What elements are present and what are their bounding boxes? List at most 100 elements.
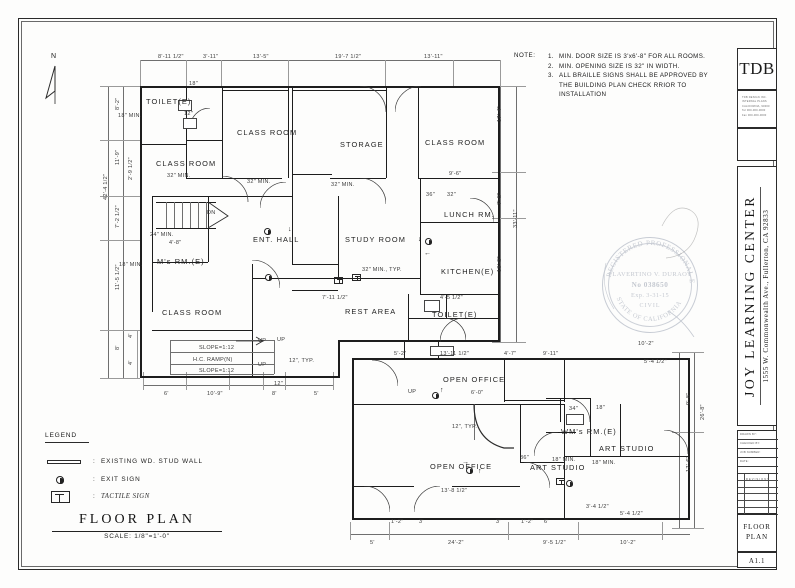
room-label: STUDY ROOM	[345, 235, 406, 244]
dimension-label: 8'-2"	[115, 97, 121, 110]
dimension-label: 5'-4 1/2"	[620, 511, 643, 517]
dimension-label: 6'	[544, 519, 549, 525]
firm-logo: TDB	[739, 59, 775, 78]
note-item-1: 1.MIN. DOOR SIZE IS 3'x6'-8" FOR ALL ROO…	[548, 52, 708, 62]
dimension-label: 4'	[128, 360, 134, 365]
revision-row-checked-by: CHECKED BY:	[738, 440, 778, 449]
dimension-label: 4'-7"	[504, 351, 517, 357]
exit-direction-arrow: →	[462, 459, 469, 466]
firm-address: TDB DESIGN INC. INTERNAL PLANS CALIFORNI…	[742, 96, 774, 118]
plan-annotation: 36"	[520, 455, 529, 461]
revision-label: JOB NUMBER:	[740, 451, 761, 455]
legend-header-rule	[45, 442, 89, 443]
exit-direction-arrow: ←	[424, 250, 431, 257]
dimension-label: 17'-6"	[686, 456, 692, 472]
dimension-label: 1'-2"	[521, 519, 534, 525]
svg-text:STATE OF CALIFORNIA: STATE OF CALIFORNIA	[615, 296, 684, 323]
dimension-label: 13'-5"	[253, 54, 269, 60]
dimension-label: 8'-11 1/2"	[158, 54, 184, 60]
room-label: CLASS ROOM	[156, 159, 217, 168]
plan-annotation: 32" MIN., TYP.	[362, 267, 402, 273]
north-arrow: N	[42, 53, 72, 104]
dimension-label: 4'-5 1/2"	[440, 295, 463, 301]
room-label: OPEN OFFICE	[443, 375, 506, 384]
plan-scale: SCALE: 1/8"=1'-0"	[104, 533, 170, 540]
room-label: LUNCH RM.	[444, 210, 495, 219]
dimension-label: 9'-6"	[449, 171, 462, 177]
plan-annotation: 18"	[596, 405, 605, 411]
tactile-sign-icon	[47, 491, 87, 503]
dimension-label: 2'-9 1/2"	[128, 157, 134, 180]
room-label: M's RM.(E)	[157, 257, 205, 266]
room-label: ART STUDIO	[530, 463, 586, 472]
revisions-header-label: REVISIONS	[745, 477, 771, 481]
dimension-label: 42'-4 1/2"	[103, 173, 109, 200]
note-text: MIN. OPENING SIZE IS 32" IN WIDTH.	[559, 62, 680, 70]
revision-label: DRAWN BY:	[740, 433, 757, 437]
dimension-label: 8'	[272, 391, 277, 397]
plan-annotation: 12"	[184, 111, 193, 117]
exit-direction-arrow: ↑	[440, 387, 444, 394]
plan-annotation: UP	[258, 362, 267, 368]
note-number: 2.	[548, 62, 554, 70]
firm-address-cell: TDB DESIGN INC. INTERNAL PLANS CALIFORNI…	[737, 90, 777, 128]
plan-annotation: 12"	[274, 381, 283, 387]
dimension-label: 19'-7 1/2"	[335, 54, 362, 60]
dimension-label: 13'-11"	[424, 54, 443, 60]
firm-address-line: CALIFORNIA, 90000	[742, 104, 770, 108]
signature-scribble	[660, 200, 712, 265]
sheet-name-line2: PLAN	[746, 533, 768, 541]
exit-sign-icon	[432, 392, 439, 399]
plan-annotation: UP	[258, 338, 267, 344]
dimension-label: 13'-8 1/2"	[441, 488, 468, 494]
dimension-label: 5'	[370, 540, 375, 546]
plan-annotation: 18" MIN.	[118, 113, 142, 119]
exit-direction-arrow: ↓	[288, 226, 292, 233]
dimension-label: 9'-11"	[543, 351, 559, 357]
dimension-label: 3'	[496, 519, 501, 525]
room-label: CLASS ROOM	[162, 308, 223, 317]
exit-direction-arrow: ↓	[418, 236, 422, 243]
dimension-label: 18'-5"	[497, 256, 503, 272]
project-rule	[760, 187, 761, 405]
dimension-label: 17'-4"	[497, 106, 503, 122]
plan-annotation: 4'-8"	[169, 240, 182, 246]
plan-annotation: 18"	[189, 81, 198, 87]
dimension-label: 7'-5"	[497, 192, 503, 205]
firm-address-line: Tel 000-000-0000	[742, 109, 766, 113]
dimension-label: 4'	[128, 333, 134, 338]
exit-sign-icon	[47, 474, 87, 486]
stamp-discipline: CIVIL	[639, 303, 661, 309]
exit-sign-icon	[566, 480, 573, 487]
stamp-outer-ring	[602, 237, 698, 333]
notes-list: 1.MIN. DOOR SIZE IS 3'x6'-8" FOR ALL ROO…	[548, 52, 708, 100]
exit-direction-arrow: ↑	[478, 468, 482, 475]
dimension-label: 9'-8"	[686, 392, 692, 405]
legend-colon: :	[93, 476, 95, 483]
plan-annotation: SLOPE=1:12	[199, 345, 235, 351]
exit-sign-icon	[425, 238, 432, 245]
note-text-line2: THE BUILDING PLAN CHECK RRIOR TO	[559, 81, 687, 89]
note-item-3: 3.ALL BRAILLE SIGNS SHALL BE APPROVED BY…	[548, 71, 708, 100]
revisions-grid	[738, 474, 778, 515]
legend-row-tactile-sign: : TACTILE SIGN	[45, 491, 230, 505]
legend-row-existing-wall: : EXISTING WD. STUD WALL	[45, 456, 230, 470]
note-text: MIN. DOOR SIZE IS 3'x6'-8" FOR ALL ROOMS…	[559, 53, 706, 60]
dimension-label: 7'-11 1/2"	[322, 295, 348, 301]
room-label: CLASS ROOM	[237, 128, 298, 137]
legend-colon: :	[93, 458, 95, 465]
room-label: CLASS ROOM	[425, 138, 486, 147]
project-name: JOY LEARNING CENTER	[742, 195, 757, 397]
dimension-label: 9'-5 1/2"	[543, 540, 566, 546]
dimension-label: 5'	[314, 391, 319, 397]
plan-annotation: 32"	[447, 192, 456, 198]
plan-title-text: FLOOR PLAN	[79, 512, 195, 527]
room-label: ENT. HALL	[253, 235, 300, 244]
revision-label: DATE:	[740, 460, 749, 464]
firm-address-line: Fax 000-000-0000	[742, 113, 767, 117]
revision-label: CHECKED BY:	[740, 442, 761, 446]
revision-row-job-number: JOB NUMBER:	[738, 449, 778, 458]
sheet-name-cell: FLOOR PLAN	[737, 514, 777, 552]
engineer-stamp: REGISTERED PROFESSIONAL ENGINEER STATE O…	[598, 233, 702, 337]
dimension-label: 6'	[164, 391, 169, 397]
